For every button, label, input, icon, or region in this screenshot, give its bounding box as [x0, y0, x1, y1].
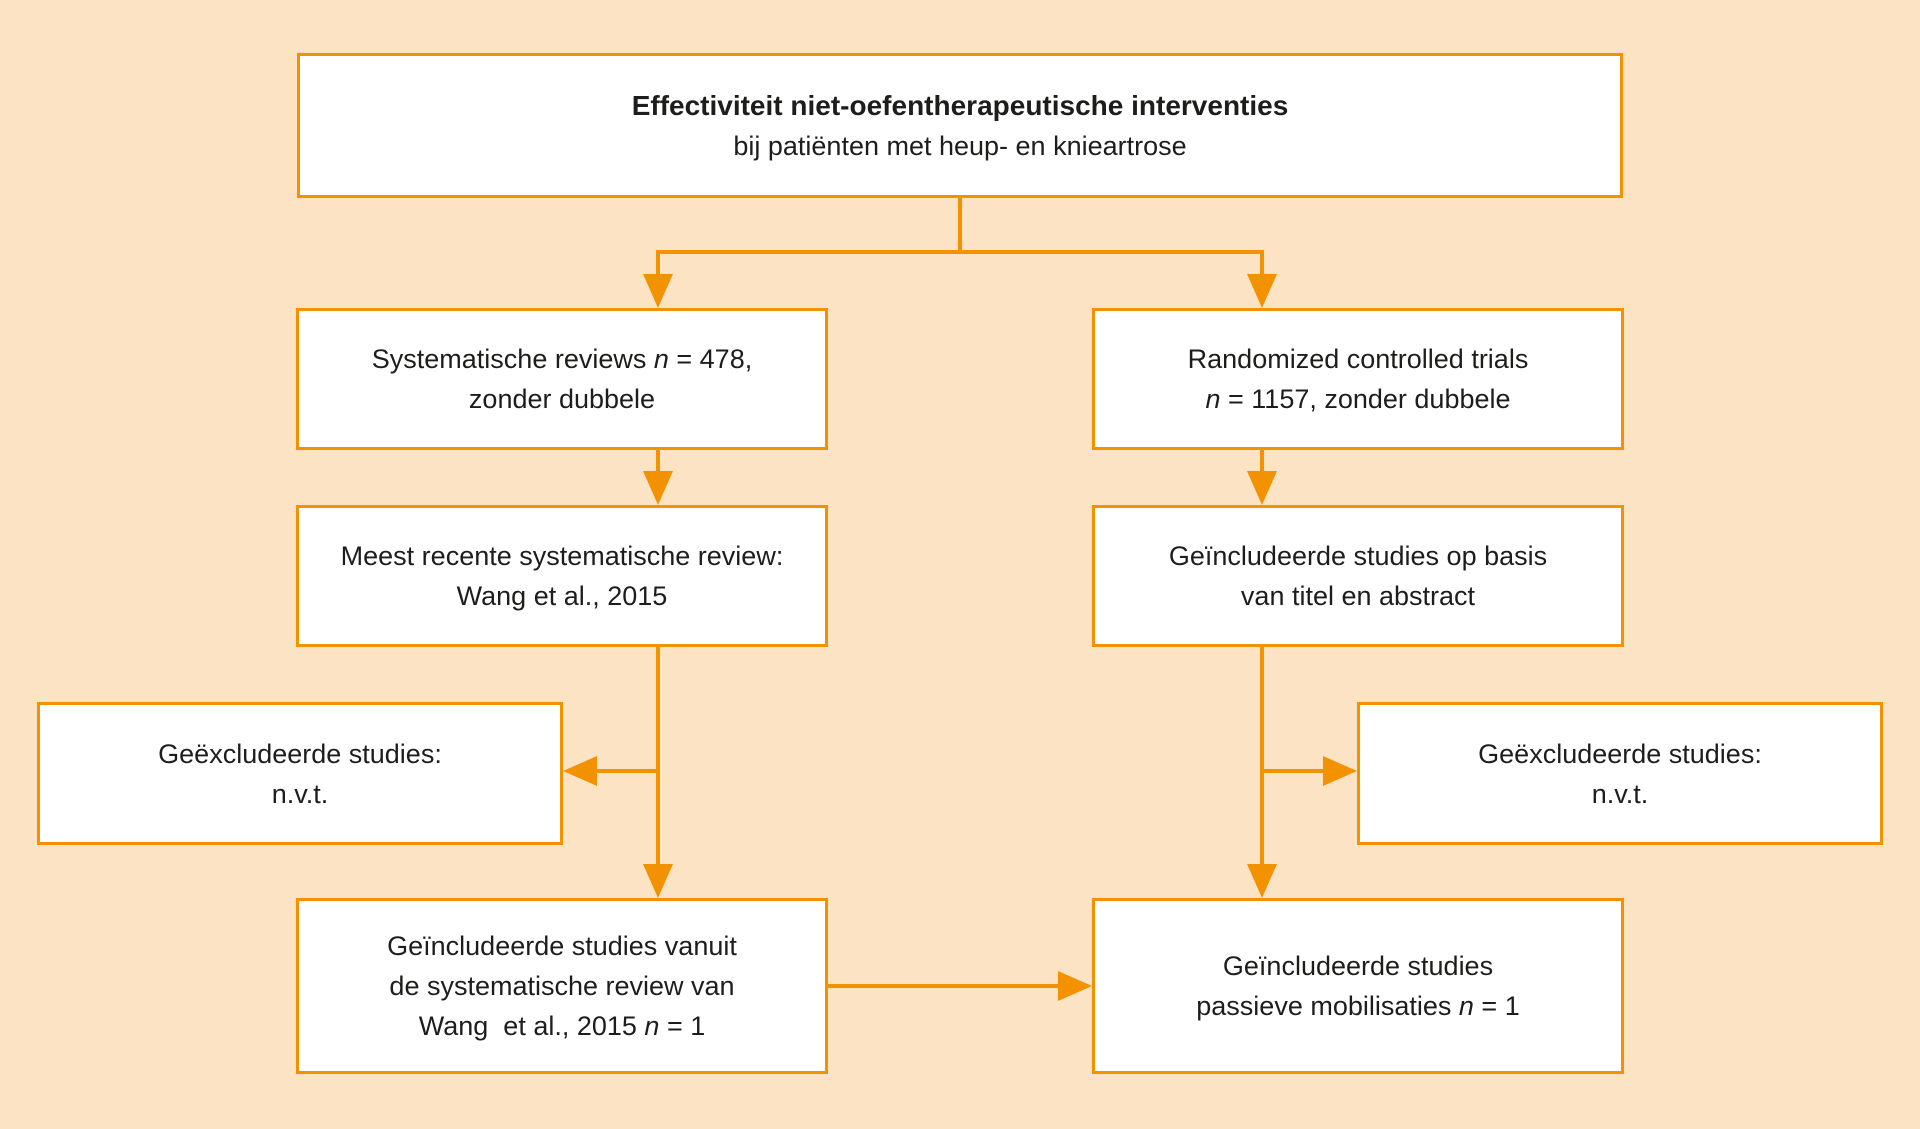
included-from-review-box: Geïncludeerde studies vanuit de systemat…	[296, 898, 828, 1074]
rct-box: Randomized controlled trials n = 1157, z…	[1092, 308, 1624, 450]
included-passive-box: Geïncludeerde studies passieve mobilisat…	[1092, 898, 1624, 1074]
included-left-line-1: Geïncludeerde studies vanuit	[387, 931, 737, 961]
included-left-line-2: de systematische review van	[389, 971, 735, 1001]
arrowhead-to-title-abstract	[1247, 471, 1277, 505]
connector-leg-left-row4	[656, 647, 660, 869]
arrowhead-to-recent-review	[643, 471, 673, 505]
arrowhead-to-excluded-right	[1323, 756, 1357, 786]
title-abstract-line-2: van titel en abstract	[1240, 581, 1476, 611]
connector-split-line	[656, 250, 1264, 254]
systematic-reviews-line-2: zonder dubbele	[468, 384, 656, 414]
connector-title-stub	[958, 198, 962, 254]
title-box: Effectiviteit niet-oefentherapeutische i…	[297, 53, 1623, 198]
recent-review-line-2: Wang et al., 2015	[456, 581, 668, 611]
title-line-2: bij patiënten met heup- en knieartrose	[733, 130, 1187, 161]
excluded-left-line-2: n.v.t.	[271, 778, 329, 809]
title-abstract-line-1: Geïncludeerde studies op basis	[1168, 541, 1548, 571]
arrowhead-to-excluded-left	[563, 756, 597, 786]
arrowhead-to-rct	[1247, 274, 1277, 308]
recent-review-box: Meest recente systematische review: Wang…	[296, 505, 828, 647]
systematic-reviews-box: Systematische reviews n = 478, zonder du…	[296, 308, 828, 450]
recent-review-line-1: Meest recente systematische review:	[340, 541, 784, 571]
connector-branch-right	[1260, 769, 1328, 773]
included-right-line-2: passieve mobilisaties n = 1	[1196, 991, 1520, 1021]
title-line-1: Effectiviteit niet-oefentherapeutische i…	[631, 89, 1289, 121]
arrowhead-to-included-passive	[1058, 971, 1092, 1001]
excluded-right-line-2: n.v.t.	[1591, 778, 1649, 809]
rct-line-1: Randomized controlled trials	[1187, 344, 1529, 374]
included-right-line-1: Geïncludeerde studies	[1222, 951, 1494, 981]
arrowhead-to-systematic-reviews	[643, 274, 673, 308]
excluded-right-line-1: Geëxcludeerde studies:	[1478, 738, 1762, 769]
arrowhead-to-included-right	[1247, 864, 1277, 898]
excluded-studies-left-box: Geëxcludeerde studies: n.v.t.	[37, 702, 563, 845]
rct-line-2: n = 1157, zonder dubbele	[1205, 384, 1511, 414]
excluded-studies-right-box: Geëxcludeerde studies: n.v.t.	[1357, 702, 1883, 845]
connector-leg-left-row2	[656, 450, 660, 476]
arrowhead-to-included-left	[643, 864, 673, 898]
included-left-line-3: Wang et al., 2015 n = 1	[418, 1011, 706, 1041]
connector-bottom-horizontal	[828, 984, 1062, 988]
title-abstract-box: Geïncludeerde studies op basis van titel…	[1092, 505, 1624, 647]
connector-leg-right-row1	[1260, 250, 1264, 278]
systematic-reviews-line-1: Systematische reviews n = 478,	[371, 344, 753, 374]
connector-leg-right-row4	[1260, 647, 1264, 869]
excluded-left-line-1: Geëxcludeerde studies:	[158, 738, 442, 769]
connector-leg-right-row2	[1260, 450, 1264, 476]
connector-leg-left-row1	[656, 250, 660, 278]
connector-branch-left	[592, 769, 660, 773]
